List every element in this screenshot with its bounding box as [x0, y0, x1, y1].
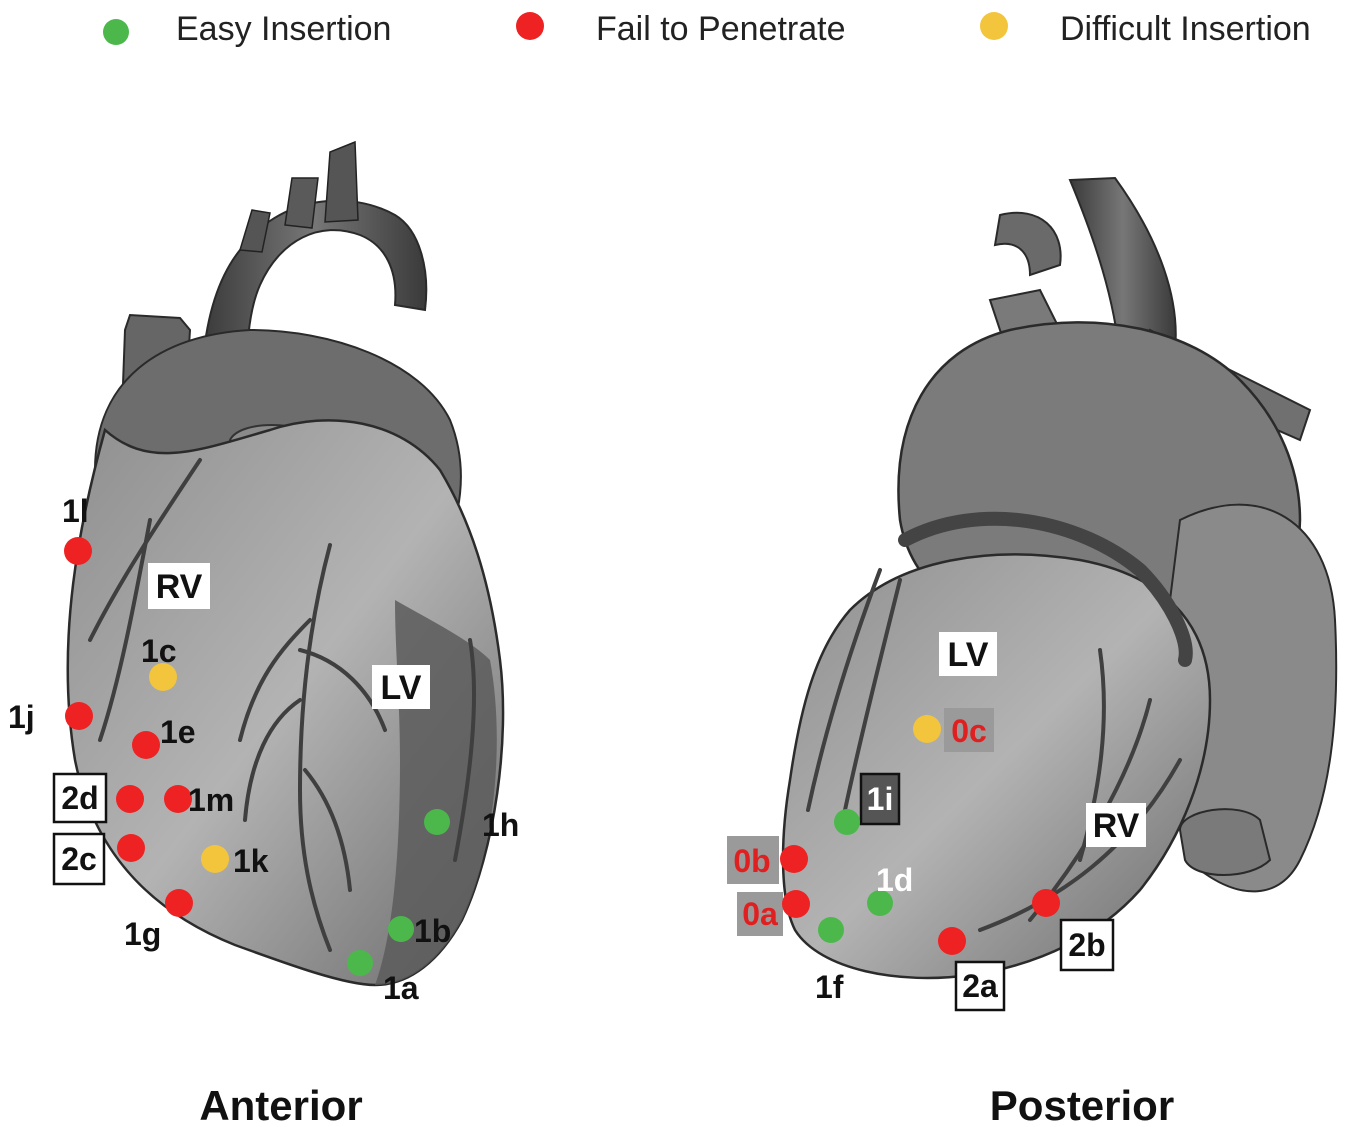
- point-1b-label: 1b: [414, 913, 451, 949]
- point-1m-label: 1m: [188, 782, 234, 818]
- point-1a-label: 1a: [383, 970, 419, 1006]
- point-2c-marker: [117, 834, 145, 862]
- point-1a-marker: [347, 950, 373, 976]
- legend-easy-marker: [103, 19, 129, 45]
- legend-difficult-marker: [980, 12, 1008, 40]
- posterior-region-rv: RV: [1086, 803, 1146, 847]
- legend-fail-label: Fail to Penetrate: [596, 10, 845, 48]
- posterior-heart-illustration: [783, 178, 1336, 978]
- point-1c-label: 1c: [141, 633, 177, 669]
- point-1i-marker: [834, 809, 860, 835]
- legend: Easy Insertion Fail to Penetrate Difficu…: [103, 10, 1311, 48]
- posterior-lv-label: LV: [948, 636, 989, 674]
- point-1h-marker: [424, 809, 450, 835]
- legend-easy-insertion: Easy Insertion: [103, 10, 391, 48]
- point-1i-label: 1i: [867, 781, 894, 817]
- posterior-caption: Posterior: [990, 1082, 1174, 1127]
- point-0b-marker: [780, 845, 808, 873]
- anterior-region-rv: RV: [148, 563, 210, 609]
- point-2b-label: 2b: [1068, 927, 1105, 963]
- point-1e-label: 1e: [160, 714, 196, 750]
- point-1g-label: 1g: [124, 916, 161, 952]
- posterior-region-lv: LV: [939, 632, 997, 676]
- point-0b-label: 0b: [733, 843, 770, 879]
- point-1j-marker: [65, 702, 93, 730]
- point-1h-label: 1h: [482, 807, 519, 843]
- point-1g-marker: [165, 889, 193, 917]
- anterior-lv-label: LV: [381, 669, 422, 707]
- point-1b-marker: [388, 916, 414, 942]
- anterior-caption: Anterior: [199, 1082, 362, 1127]
- point-2c-label: 2c: [61, 841, 97, 877]
- point-1k-label: 1k: [233, 843, 269, 879]
- point-1f-marker: [818, 917, 844, 943]
- point-1d-label: 1d: [876, 862, 913, 898]
- point-2a-marker: [938, 927, 966, 955]
- legend-easy-label: Easy Insertion: [176, 10, 391, 48]
- legend-difficult-insertion: Difficult Insertion: [980, 10, 1311, 48]
- point-2b-marker: [1032, 889, 1060, 917]
- anterior-region-lv: LV: [372, 665, 430, 709]
- posterior-rv-label: RV: [1093, 807, 1140, 845]
- point-0a-marker: [782, 890, 810, 918]
- anterior-rv-label: RV: [156, 568, 203, 606]
- point-2d-label: 2d: [61, 780, 98, 816]
- point-2d-marker: [116, 785, 144, 813]
- point-0c-marker: [913, 715, 941, 743]
- legend-fail-marker: [516, 12, 544, 40]
- point-1f-label: 1f: [815, 969, 844, 1005]
- point-1k-marker: [201, 845, 229, 873]
- point-0c-label: 0c: [951, 713, 987, 749]
- point-1e-marker: [132, 731, 160, 759]
- point-1j-label: 1j: [8, 699, 35, 735]
- legend-difficult-label: Difficult Insertion: [1060, 10, 1311, 48]
- point-0a-label: 0a: [742, 896, 778, 932]
- point-2a-label: 2a: [962, 968, 998, 1004]
- legend-fail-to-penetrate: Fail to Penetrate: [516, 10, 845, 48]
- point-1l-label: 1l: [62, 493, 89, 529]
- point-1l-marker: [64, 537, 92, 565]
